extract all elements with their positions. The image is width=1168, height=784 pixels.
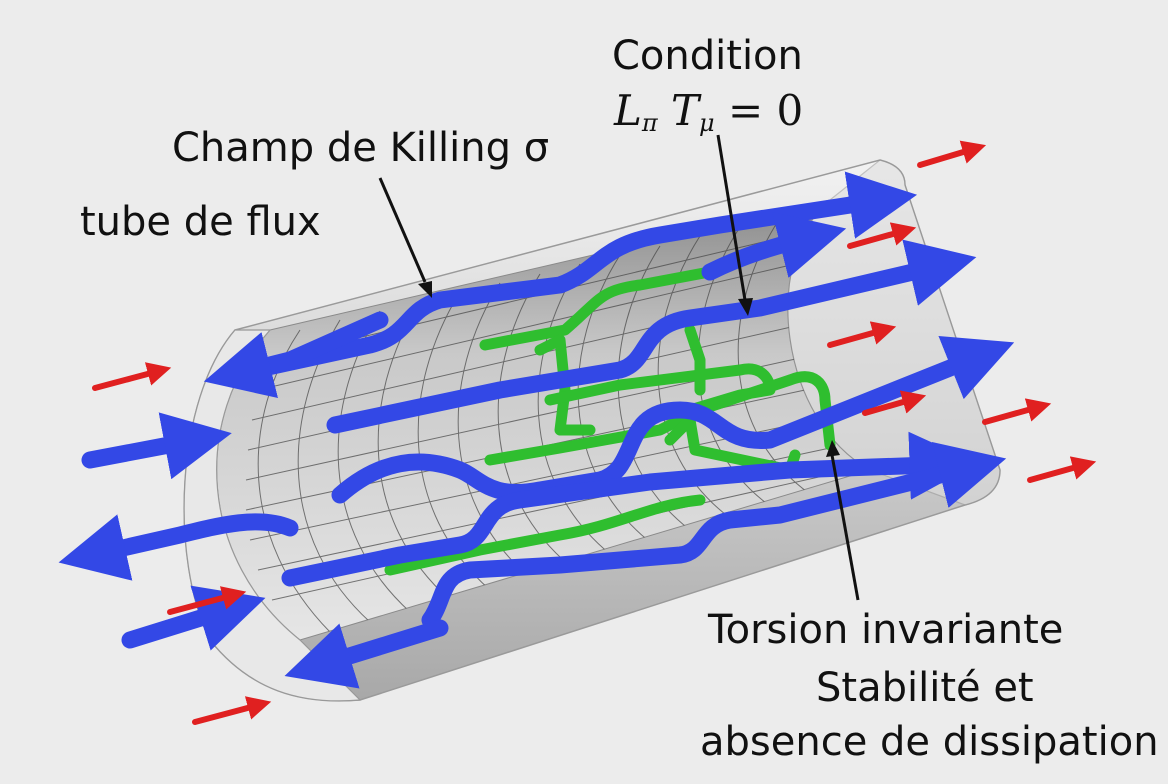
killing-field-label: Champ de Killing σ [172,125,550,171]
condition-label: Condition [612,33,803,79]
external-arrow [982,398,1052,425]
flux-tube-label: tube de flux [80,199,321,245]
flux-arrow [236,171,918,381]
external-arrow [92,362,172,391]
torsion-leader [830,454,860,601]
condition-leader [716,134,747,301]
flux-arrow [284,619,449,689]
flux-arrow [58,513,299,581]
leader-lines [378,134,860,601]
condition-formula: Lπ Tμ = 0 [614,90,803,137]
external-arrow [862,390,927,416]
flux-arrow [326,239,977,434]
formula-op2: T [671,86,700,135]
external-arrow [192,696,272,725]
flux-arrow [701,211,847,281]
torsion-leader-head [826,440,840,457]
condition-leader-head [738,298,753,316]
killing-leader-head [418,281,432,298]
torsion-line [484,371,836,466]
stability-label-line2: absence de dissipation [700,719,1159,765]
flux-arrow [281,431,978,587]
flux-arrow [81,412,232,480]
flux-arrows [58,171,1015,689]
torsion-label: Torsion invariante [708,607,1064,653]
formula-sub1: π [641,109,658,137]
formula-sub2: μ [699,109,715,137]
stability-label-line1: Stabilité et [816,665,1034,711]
formula-eq: = 0 [728,86,804,135]
external-arrow [827,321,897,348]
formula-op1: L [614,86,642,135]
killing-leader [378,177,427,283]
flux-arrow [421,441,1007,629]
torsion-line [684,324,706,396]
external-arrow [917,140,987,168]
external-arrow [847,222,917,249]
external-arrow [1027,456,1097,483]
external-arrow [167,586,247,615]
flux-arrow [203,311,389,399]
flux-arrow [121,585,266,651]
flux-arrow [331,336,1015,504]
external-arrows [92,140,1097,725]
torsion-line [384,494,706,576]
torsion-line [534,334,596,436]
